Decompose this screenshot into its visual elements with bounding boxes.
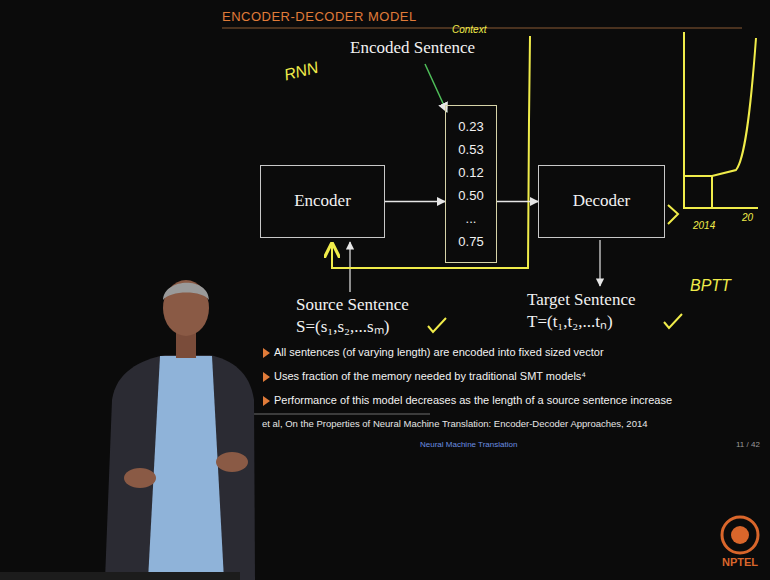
arrow-stroke <box>668 205 678 224</box>
bullet-text: Performance of this model decreases as t… <box>274 394 672 407</box>
video-bar <box>0 572 240 580</box>
handwritten-note: Context <box>452 24 486 36</box>
handwritten-note: RNN <box>282 58 320 85</box>
output-formula: T=(t₁,t₂,...tₙ) <box>527 312 613 332</box>
leader-arrow <box>425 64 447 112</box>
output-caption: Target Sentence <box>527 290 635 310</box>
footnote-text: et al, On the Properties of Neural Machi… <box>262 418 648 429</box>
output-arrow <box>599 240 600 286</box>
plot-axes <box>684 32 758 208</box>
footer-text: Neural Machine Translation <box>420 440 517 450</box>
check-mark <box>664 314 682 328</box>
page-number: 11 / 42 <box>736 440 760 450</box>
bullet-text: All sentences (of varying length) are en… <box>274 346 604 359</box>
node-text: Encoder <box>294 191 351 211</box>
bullet-marker <box>263 372 270 382</box>
node-text: ... <box>466 207 477 230</box>
flow-arrow <box>385 201 445 202</box>
vector-box: 0.230.530.120.50...0.75 <box>445 105 497 263</box>
flow-arrow <box>497 201 538 202</box>
handwritten-note: 20 <box>742 212 753 224</box>
node-text: 0.50 <box>458 184 483 207</box>
node-text: Decoder <box>573 191 631 211</box>
bullet-marker <box>263 348 270 358</box>
node-text: 0.53 <box>458 138 483 161</box>
handwritten-note: BPTT <box>690 276 731 295</box>
node-text: 0.12 <box>458 161 483 184</box>
bullet-text: Uses fraction of the memory needed by tr… <box>274 370 586 383</box>
plot-tick <box>711 176 713 208</box>
nptel-logo <box>722 517 758 553</box>
check-mark <box>428 318 446 332</box>
handwritten-note: 2014 <box>693 220 715 232</box>
encoder-box: Encoder <box>260 165 385 238</box>
logo-text: NPTEL <box>722 556 758 569</box>
backprop-stroke <box>332 36 530 268</box>
footnote-rule <box>240 414 430 415</box>
node-text: 0.23 <box>458 115 483 138</box>
presenter-figure <box>105 280 255 580</box>
node-text: 0.75 <box>458 230 483 253</box>
plot-curve <box>684 38 756 176</box>
input-caption: Source Sentence <box>296 295 409 315</box>
vector-caption: Encoded Sentence <box>350 38 475 58</box>
input-formula: S=(s₁,s₂,...sₘ) <box>296 317 389 337</box>
decoder-box: Decoder <box>538 165 665 238</box>
slide-title: ENCODER-DECODER MODEL <box>222 9 417 25</box>
bullet-marker <box>263 396 270 406</box>
